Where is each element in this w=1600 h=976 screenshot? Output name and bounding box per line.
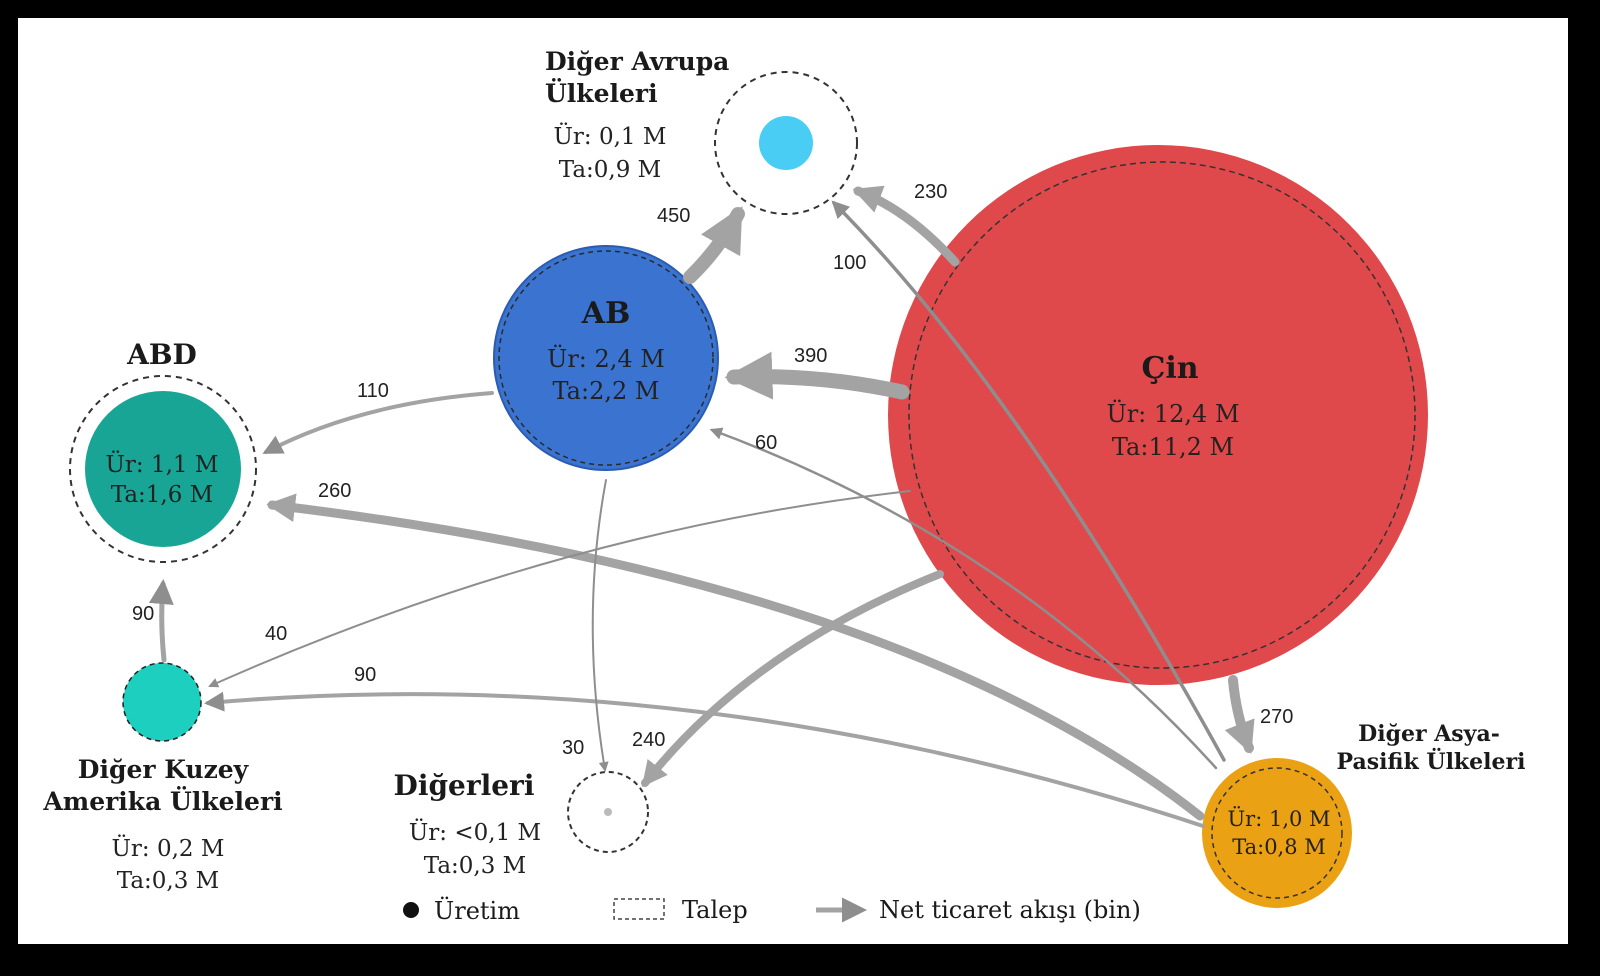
diger-avrupa-title-line1: Diğer Avrupa (545, 47, 729, 76)
digerleri-demand: Ta:0,3 M (424, 853, 526, 879)
cin-title: Çin (1141, 351, 1198, 386)
diger-asya-pasifik-demand-circle (1211, 767, 1343, 899)
flow-arrow-cin-diger-avrupa (852, 185, 960, 267)
cin-demand-circle (908, 161, 1416, 669)
legend-demand-label: Talep (682, 896, 748, 924)
legend-demand-dashed-box-icon (613, 898, 665, 920)
flow-arrow-cin-digerleri (641, 570, 944, 788)
flow-arrow-asya-pasifik-kuzey-amerika (204, 691, 1205, 828)
diger-kuzey-amerika-production-circle (122, 662, 202, 742)
abd-demand: Ta:1,6 M (111, 482, 213, 508)
abd-production-circle (85, 391, 241, 547)
flow-label-asya-pasifik-kuzey-amerika: 90 (354, 664, 376, 686)
flow-label-asya-pasifik-abd: 260 (318, 480, 351, 502)
digerleri-title: Diğerleri (394, 769, 535, 802)
diger-asya-pasifik-production: Ür: 1,0 M (1227, 806, 1330, 831)
diger-kuzey-amerika-title-line1: Diğer Kuzey (78, 755, 250, 784)
ab-title: AB (581, 296, 631, 331)
flow-label-cin-ab: 390 (794, 345, 827, 367)
abd-demand-circle (69, 375, 257, 563)
diger-kuzey-amerika-demand: Ta:0,3 M (117, 868, 219, 894)
diger-avrupa-title-line2: Ülkeleri (545, 79, 658, 108)
flow-label-cin-asya-pasifik: 270 (1260, 706, 1293, 728)
flow-arrow-asya-pasifik-abd (266, 493, 1205, 821)
flow-arrow-asya-pasifik-ab (709, 427, 1218, 770)
flow-label-kuzey-amerika-abd: 90 (132, 603, 154, 625)
diger-kuzey-amerika-production: Ür: 0,2 M (112, 835, 225, 862)
ab-demand: Ta:2,2 M (553, 377, 660, 405)
flow-label-ab-digerleri: 30 (562, 737, 584, 759)
flow-arrow-asya-pasifik-diger-avrupa (831, 200, 1226, 762)
flow-arrow-cin-asya-pasifik (1224, 675, 1255, 754)
cin-demand: Ta:11,2 M (1112, 433, 1234, 461)
legend-production-label: Üretim (434, 896, 520, 925)
flow-arrow-cin-kuzey-amerika (208, 490, 911, 688)
legend: Üretim Talep Net ticaret akışı (bin) (403, 896, 1141, 925)
legend-production-dot-icon (403, 902, 419, 918)
diger-avrupa-production-circle (759, 116, 813, 170)
digerleri-production-circle (604, 808, 612, 816)
flow-arrow-ab-diger-avrupa (683, 206, 745, 284)
abd-title: ABD (126, 338, 197, 371)
digerleri-production: Ür: <0,1 M (409, 819, 541, 846)
diger-kuzey-amerika-title-line2: Amerika Ülkeleri (42, 787, 282, 816)
diger-asya-pasifik-demand: Ta:0,8 M (1232, 835, 1326, 859)
cin-production: Ür: 12,4 M (1106, 399, 1239, 428)
flow-label-cin-kuzey-amerika: 40 (265, 623, 287, 645)
diger-avrupa-production: Ür: 0,1 M (554, 123, 667, 150)
flow-label-cin-digerleri: 240 (632, 729, 665, 751)
ab-production: Ür: 2,4 M (547, 344, 665, 373)
flow-arrow-ab-abd (262, 391, 494, 454)
flow-label-asya-pasifik-ab: 60 (755, 432, 777, 454)
flow-label-asya-pasifik-diger-avrupa: 100 (833, 252, 866, 274)
diger-asya-pasifik-title-line1: Diğer Asya- (1358, 721, 1500, 747)
ab-production-circle (493, 245, 719, 471)
legend-flow-label: Net ticaret akışı (bin) (879, 896, 1141, 924)
flow-arrow-kuzey-amerika-abd (148, 579, 174, 663)
abd-production: Ür: 1,1 M (106, 451, 219, 478)
diger-avrupa-demand: Ta:0,9 M (559, 157, 661, 183)
diger-asya-pasifik-production-circle (1202, 758, 1352, 908)
flow-label-ab-abd: 110 (357, 380, 389, 402)
flow-label-ab-diger-avrupa: 450 (657, 205, 690, 227)
digerleri-demand-circle (567, 771, 649, 853)
diger-avrupa-demand-circle (714, 71, 858, 215)
cin-production-circle (888, 145, 1428, 685)
diger-asya-pasifik-title-line2: Pasifik Ülkeleri (1337, 747, 1526, 775)
flow-arrow-ab-digerleri (591, 479, 609, 772)
ab-demand-circle (498, 250, 714, 466)
flow-arrow-cin-ab (724, 351, 910, 400)
flow-label-cin-diger-avrupa: 230 (914, 181, 947, 203)
